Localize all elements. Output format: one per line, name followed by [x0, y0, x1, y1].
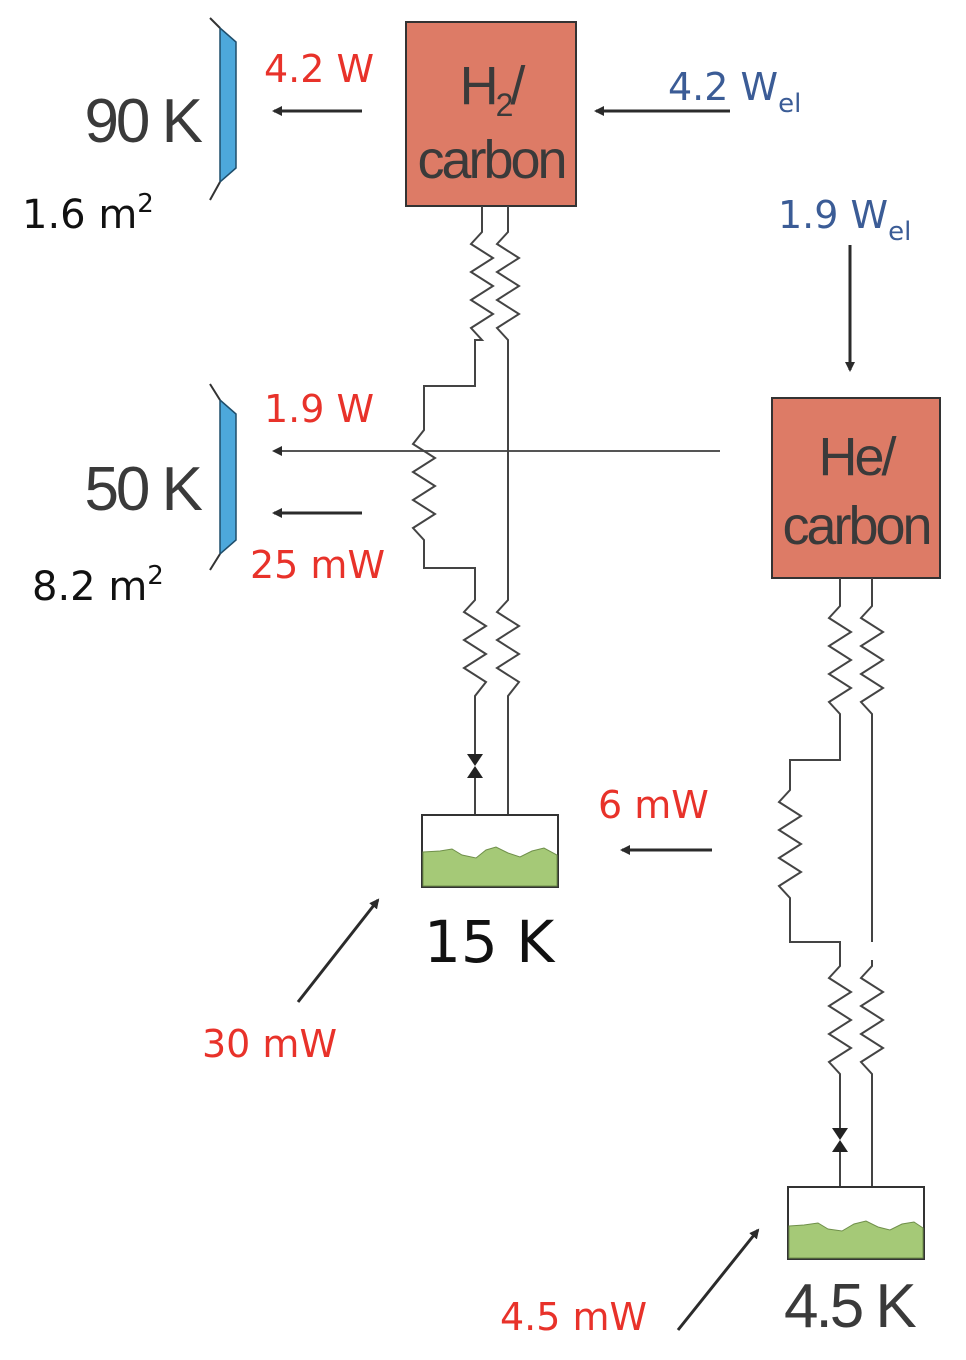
- h2-reject-label: 4.2 W: [264, 47, 374, 91]
- he-plumbing: [777, 578, 885, 1202]
- radiator-50k-edge: [209, 383, 221, 571]
- stage-90k-temperature: 90 K: [84, 87, 202, 156]
- load-4k: 4.5 mW: [500, 1228, 760, 1339]
- load-4k-label: 4.5 mW: [500, 1295, 647, 1339]
- stage-50k: 50 K 8.2 m2: [32, 383, 237, 610]
- h2-power-label: 4.2 Wel: [668, 65, 801, 119]
- resistor-icon: [777, 578, 853, 1130]
- resistor-icon: [495, 206, 521, 830]
- he-heat-reject: 1.9 W: [264, 387, 720, 456]
- valve-icon: [467, 754, 483, 778]
- bath-15k-temperature: 15 K: [424, 908, 556, 976]
- conduction-50k: 25 mW: [250, 508, 385, 587]
- bath-4k-temperature: 4.5 K: [784, 1272, 916, 1341]
- stage-50k-area: 8.2 m2: [32, 561, 164, 610]
- h2-cooler-box: [405, 21, 577, 207]
- radiator-90k-edge: [209, 17, 221, 201]
- h2-plumbing: [411, 206, 521, 830]
- arrow-diagonal-icon: [676, 1228, 760, 1331]
- he-cooler-box: [771, 397, 941, 579]
- bath-15k: 15 K: [421, 814, 559, 976]
- radiator-90k: [219, 26, 237, 184]
- he-carbon-cooler: He/ carbon: [771, 397, 941, 579]
- stage-90k: 90 K 1.6 m2: [22, 17, 237, 238]
- load-15k-side-label: 6 mW: [598, 783, 709, 827]
- h2-heat-reject: 4.2 W: [264, 47, 374, 116]
- h2-power-input: 4.2 Wel: [594, 65, 801, 119]
- h2-carbon-cooler: H2/ carbon: [405, 21, 577, 207]
- bath-4k-liquid: [788, 1220, 924, 1259]
- resistor-icon: [859, 578, 885, 1202]
- bath-4k: 4.5 K: [784, 1186, 925, 1341]
- he-cooler-label-line1: He/: [818, 427, 896, 487]
- load-15k-label: 30 mW: [202, 1022, 337, 1066]
- arrow-diagonal-icon: [296, 898, 380, 1003]
- he-cooler-label-line2: carbon: [782, 496, 929, 556]
- load-15k: 30 mW: [202, 898, 380, 1066]
- he-power-label: 1.9 Wel: [778, 193, 911, 247]
- conduction-50k-label: 25 mW: [250, 543, 385, 587]
- h2-cooler-label-line2: carbon: [417, 130, 564, 190]
- load-15k-side: 6 mW: [598, 783, 712, 855]
- he-power-input: 1.9 Wel: [778, 193, 911, 372]
- he-reject-label: 1.9 W: [264, 387, 374, 431]
- bath-15k-liquid: [422, 846, 558, 887]
- valve-icon: [832, 1128, 848, 1152]
- resistor-icon: [411, 206, 495, 758]
- h2-cooler-label-line1: H2/: [460, 56, 526, 123]
- stage-90k-area: 1.6 m2: [22, 189, 154, 238]
- radiator-50k: [219, 398, 237, 556]
- stage-50k-temperature: 50 K: [84, 455, 202, 524]
